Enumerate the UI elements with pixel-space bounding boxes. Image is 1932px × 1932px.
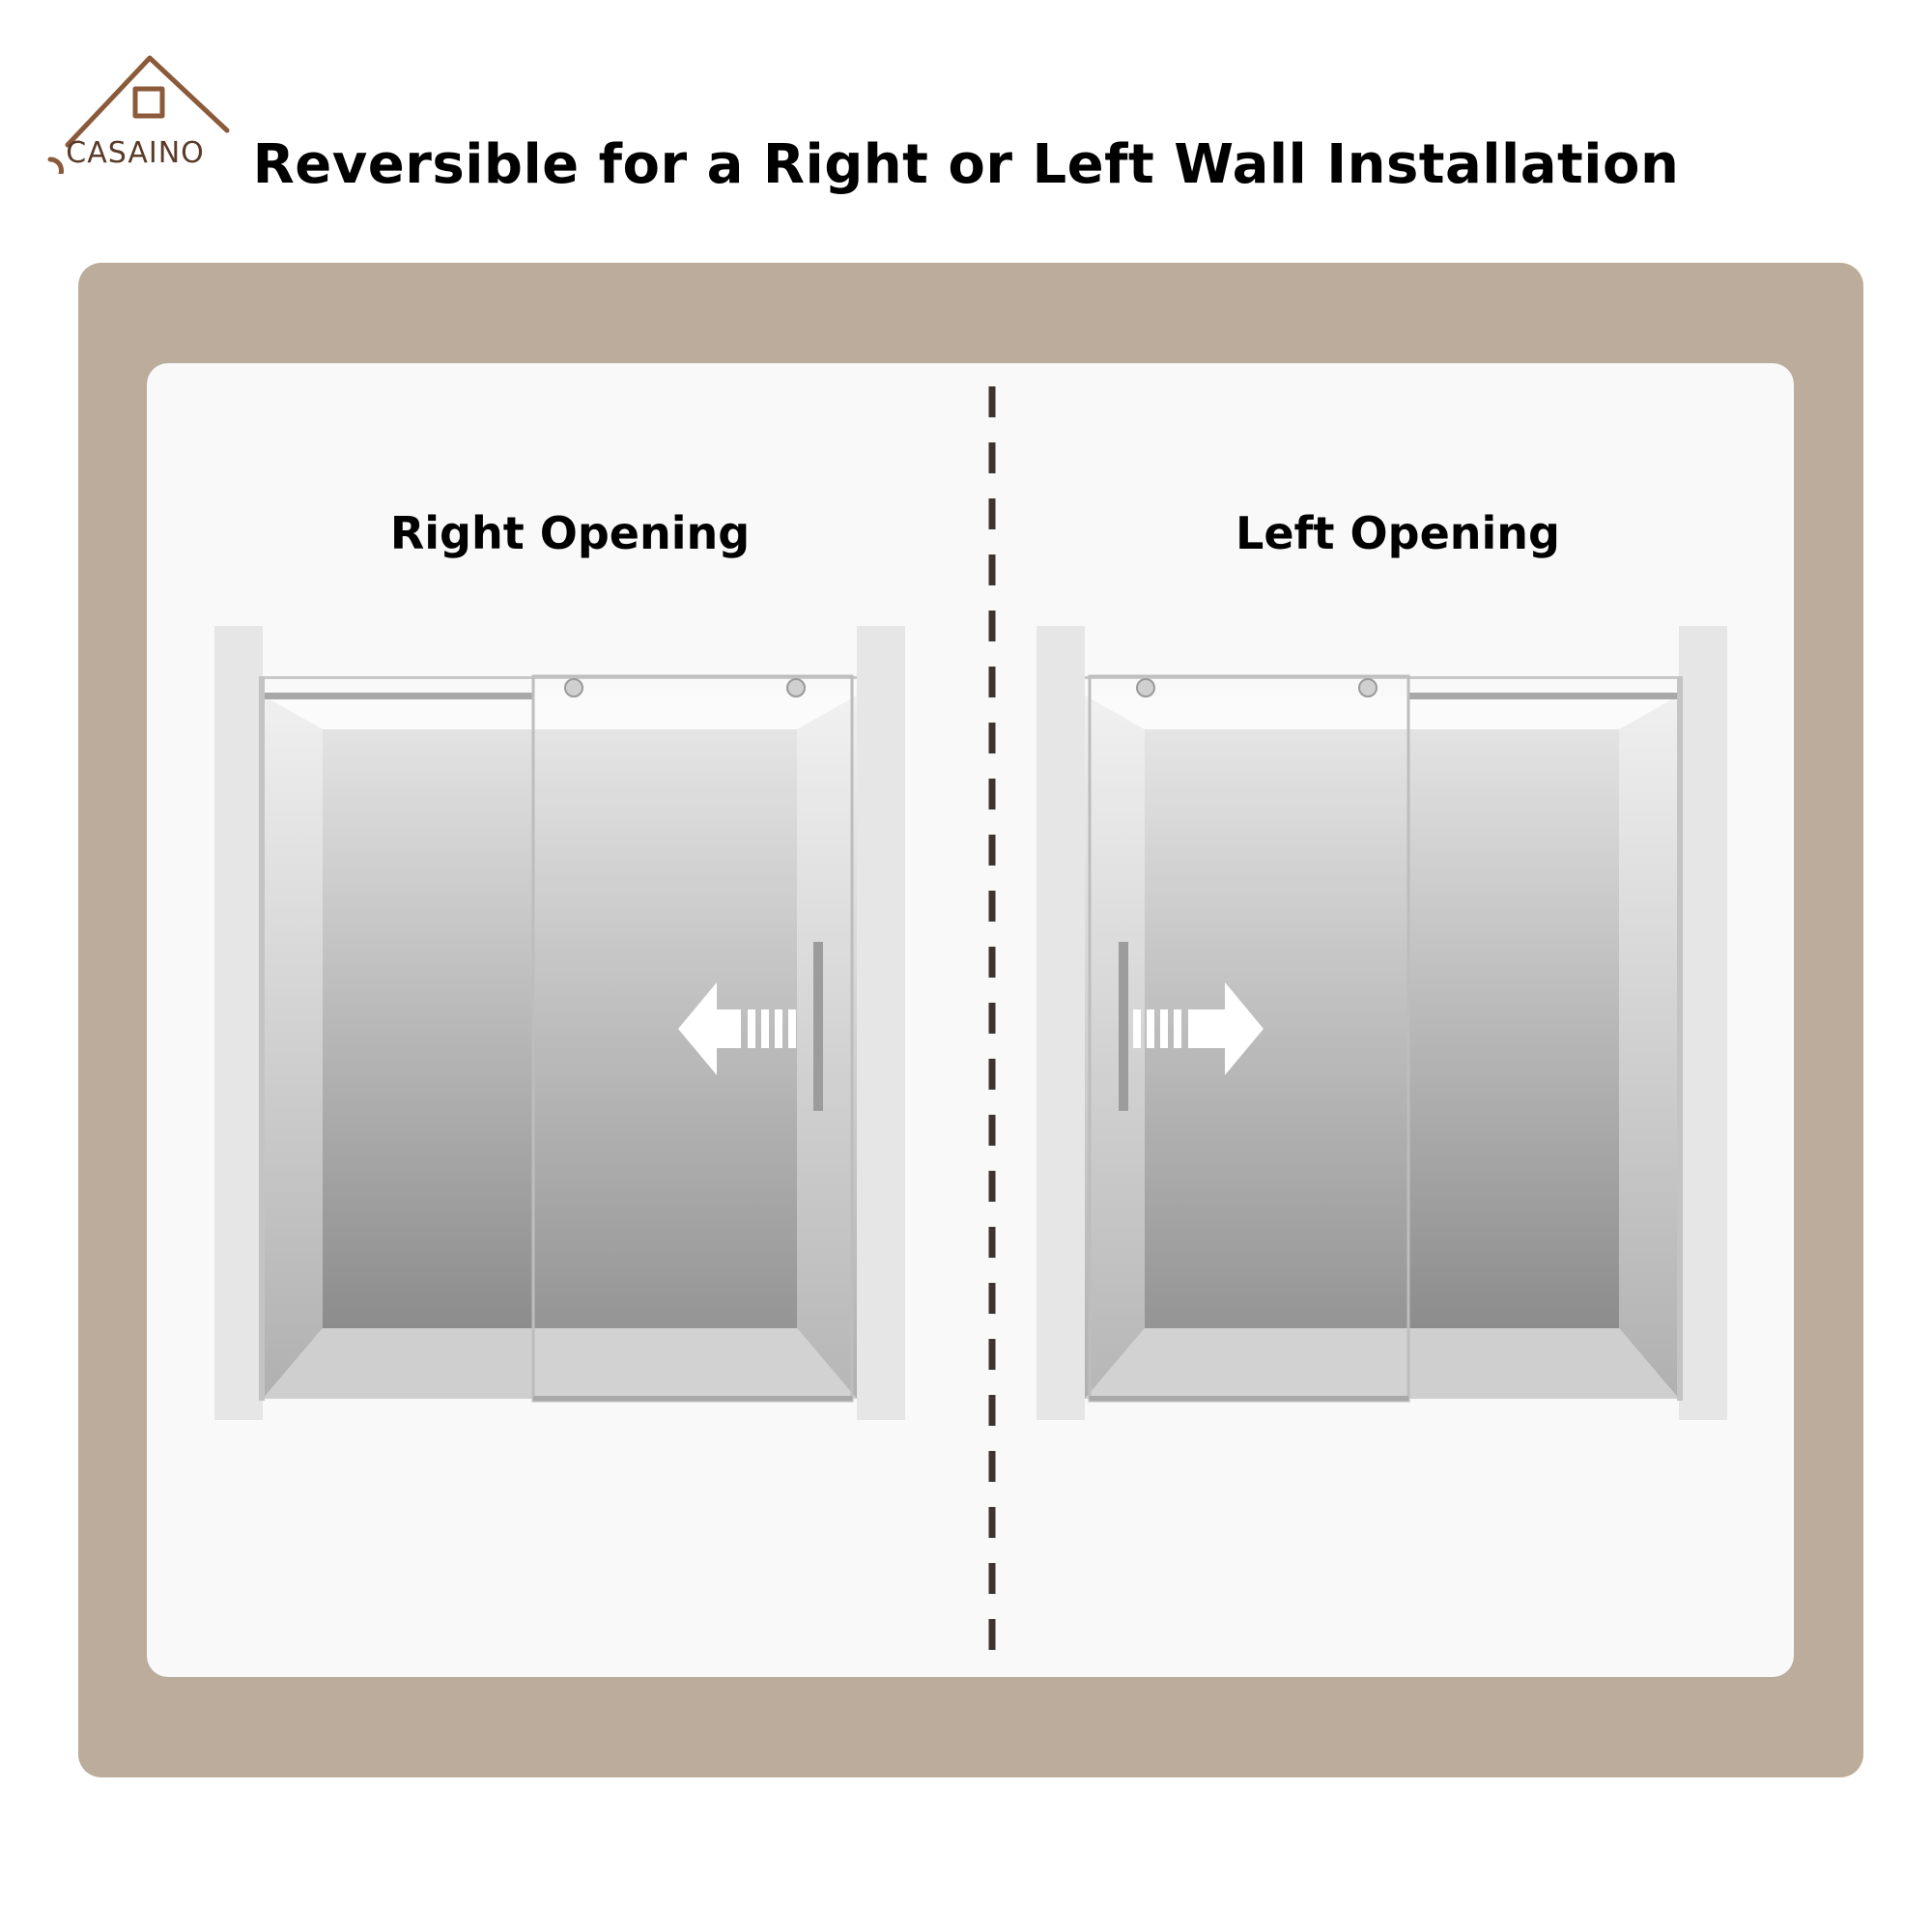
- track-bar: [263, 693, 533, 699]
- roller-icon: [564, 678, 583, 697]
- left-arrow-icon: [678, 982, 796, 1075]
- track-bar: [1408, 693, 1679, 699]
- left-opening-label: Left Opening: [1236, 507, 1560, 559]
- shower-floor: [1085, 1328, 1679, 1399]
- ceiling: [1085, 696, 1679, 729]
- interior-right-wall: [1619, 696, 1679, 1399]
- ceiling: [263, 696, 857, 729]
- left-opening-illustration: [1037, 626, 1727, 1420]
- brand-logo-text: CASAINO: [66, 136, 205, 170]
- door-handle: [813, 942, 823, 1111]
- shower-floor: [263, 1328, 857, 1399]
- left-wall: [214, 626, 263, 1420]
- door-handle: [1119, 942, 1128, 1111]
- house-roof-icon: [47, 55, 230, 174]
- brand-logo: CASAINO: [47, 55, 230, 174]
- left-jamb: [259, 676, 265, 1401]
- right-arrow-icon: [1133, 982, 1264, 1075]
- section-divider: [988, 386, 996, 1662]
- interior-right-wall: [797, 696, 857, 1399]
- right-jamb: [1677, 676, 1683, 1401]
- right-wall: [857, 626, 905, 1420]
- interior-left-wall: [1085, 696, 1145, 1399]
- door-bottom-guide: [533, 1396, 852, 1401]
- roller-icon: [1136, 678, 1155, 697]
- sliding-door-glass: [531, 674, 854, 1403]
- roller-icon: [786, 678, 806, 697]
- door-bottom-guide: [1090, 1396, 1408, 1401]
- left-wall: [1037, 626, 1085, 1420]
- page-title: Reversible for a Right or Left Wall Inst…: [252, 133, 1680, 196]
- right-wall: [1679, 626, 1727, 1420]
- interior-left-wall: [263, 696, 323, 1399]
- right-opening-label: Right Opening: [389, 507, 751, 559]
- roller-icon: [1358, 678, 1378, 697]
- right-opening-illustration: [214, 626, 905, 1420]
